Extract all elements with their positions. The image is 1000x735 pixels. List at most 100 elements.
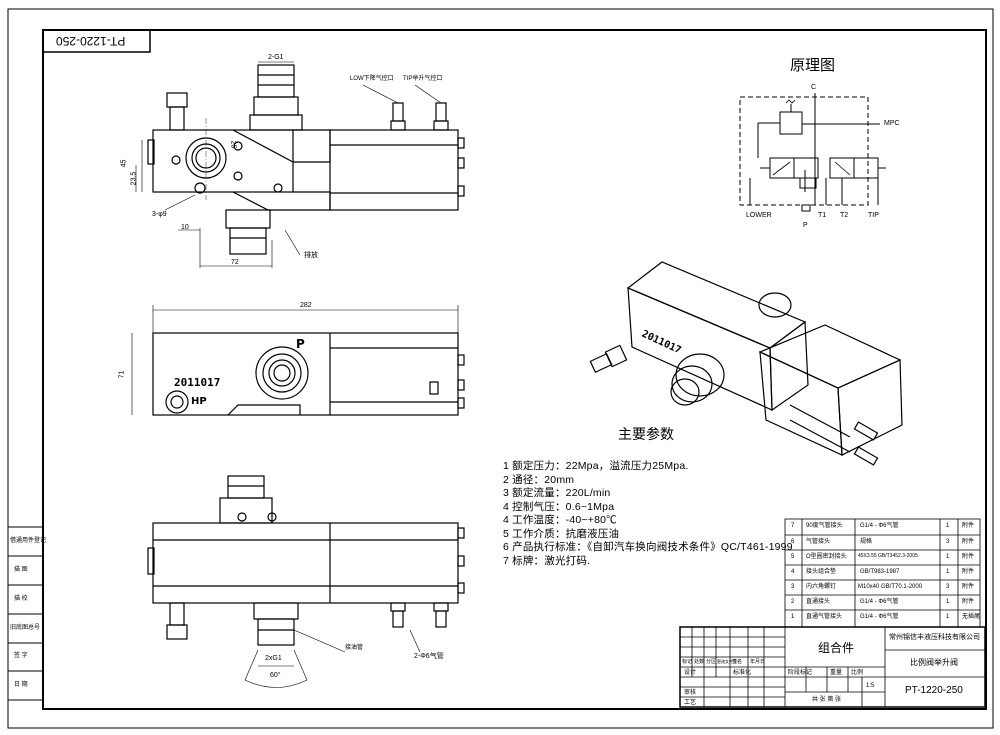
bom-spec: G1/4 - Φ6气管	[860, 523, 899, 529]
bom-qty: 1	[946, 614, 950, 620]
product-name: 比例阀举升阀	[910, 658, 958, 667]
bom-no: 6	[791, 539, 795, 545]
front-stamp: 2011017	[174, 376, 221, 389]
bom-spec: GB/T983-1987	[860, 569, 900, 575]
title-block-grid	[679, 626, 986, 708]
company-name: 常州锦信丰液压科技有限公司	[889, 633, 980, 641]
schematic-title: 原理图	[790, 56, 836, 74]
param-item: 1 额定压力：22Mpa，溢流压力25Mpa.	[503, 460, 689, 472]
bom-no: 7	[791, 523, 795, 529]
rev-header: 更改文件号	[717, 659, 737, 664]
bom-spec: G1/4 - Φ6气管	[860, 599, 899, 605]
rev-header: 签名	[732, 659, 743, 665]
dim-235: 23.5	[130, 171, 138, 186]
param-item: 6 产品执行标准：《自卸汽车换向阀技术条件》QC/T461-1999	[503, 541, 793, 553]
bom-name: O型圈密封接头	[806, 554, 847, 560]
dim-71: 71	[118, 370, 126, 379]
param-item: 5 工作介质：抗磨液压油	[503, 527, 620, 540]
port-t2-label: T2	[840, 212, 849, 219]
sheet-label: 共 张 第 张	[812, 697, 842, 703]
dim-282: 282	[300, 302, 312, 309]
param-item: 7 标牌：激光打码.	[503, 554, 591, 567]
port-lower-callout: LOW下降气控口	[350, 76, 394, 82]
bom-no: 4	[791, 569, 795, 575]
ratio-label: 比例	[851, 670, 864, 676]
rev-header: 年月日	[750, 659, 766, 665]
side-item: 描 图	[14, 567, 28, 573]
bottom-side-callout: 接油管	[345, 645, 364, 651]
port-c-label: C	[811, 84, 817, 91]
bottom-view	[147, 475, 465, 688]
bom-spec: G1/4 - Φ6气管	[860, 614, 899, 620]
params-list: 1 额定压力：22Mpa，溢流压力25Mpa. 2 通径：20mm 3 额定流量…	[503, 458, 793, 567]
drawing-number-flipped: PT-1220-250	[56, 34, 126, 48]
weight-label: 重量	[830, 670, 843, 676]
role-design: 设计	[684, 670, 697, 676]
dim-2xg1: 2xG1	[265, 655, 282, 662]
bom-name: 直通接头	[806, 599, 831, 605]
bom-note: 附件	[962, 599, 975, 605]
side-block	[7, 526, 44, 701]
bom-note: 附件	[962, 539, 975, 545]
role-process: 工艺	[684, 700, 697, 706]
drawing-number-box	[42, 29, 151, 53]
outer-border	[7, 8, 994, 729]
side-item: 旧底图总号	[10, 625, 41, 631]
dim-60: 60°	[270, 672, 281, 679]
dim-72: 72	[231, 259, 239, 266]
bom-spec: M10x40 GB/T70.1-2000	[858, 584, 923, 590]
bom-name: 直通气管接头	[806, 614, 843, 620]
bom-name: 内六角螺钉	[806, 584, 837, 590]
port-p-label: P	[803, 222, 808, 229]
port-tip-label: TIP	[868, 212, 879, 219]
top-view	[135, 61, 465, 268]
bom-no: 1	[791, 614, 795, 620]
bom-qty: 1	[946, 569, 950, 575]
top-side-callout: 排放	[304, 252, 318, 259]
dim-3phi9: 3-φ9	[152, 211, 167, 218]
bom-qty: 1	[946, 599, 950, 605]
title-drawing-number: PT-1220-250	[905, 685, 963, 696]
bom-note: 附件	[962, 584, 975, 590]
bom-note: 附件	[962, 569, 975, 575]
param-item: 4 工作温度：-40~+80℃	[503, 514, 617, 526]
port-mpc-label: MPC	[884, 120, 900, 127]
bom-no: 2	[791, 599, 795, 605]
side-item: 日 期	[14, 682, 28, 688]
inner-border	[42, 29, 987, 710]
bom-note: 附件	[962, 523, 975, 529]
port-lower-label: LOWER	[746, 212, 772, 219]
param-item: 4 控制气压：0.6~1Mpa	[503, 500, 615, 513]
side-item: 签 字	[14, 653, 28, 659]
scale-value: 1:5	[866, 683, 875, 689]
dim-2m: 2-Φ6气管	[414, 653, 444, 660]
std-label: 标准化	[733, 670, 752, 676]
bom-qty: 3	[946, 539, 950, 545]
port-t1-label: T1	[818, 212, 827, 219]
side-item: 描 校	[14, 596, 28, 602]
bom-name: 接头组合垫	[806, 569, 837, 575]
assembly-label: 组合件	[818, 641, 855, 655]
isometric-view	[589, 261, 903, 466]
bom-qty: 1	[946, 523, 950, 529]
dim-45: 45	[120, 159, 128, 168]
front-port-hp: HP	[191, 396, 207, 407]
hydraulic-schematic	[739, 93, 886, 212]
rev-header: 处数	[694, 659, 705, 665]
bom-spec: 规格	[860, 539, 873, 545]
bom-no: 3	[791, 584, 795, 590]
bom-name: 90度气管接头	[806, 523, 843, 529]
rev-header: 标记	[682, 659, 693, 665]
params-title: 主要参数	[618, 427, 674, 443]
param-item: 2 通径：20mm	[503, 473, 575, 486]
param-item: 3 额定流量：220L/min	[503, 487, 611, 499]
bom-no: 5	[791, 554, 795, 560]
front-port-p: P	[296, 337, 305, 351]
rev-header: 分区	[706, 659, 717, 665]
port-tip-callout: TIP举升气控口	[403, 76, 443, 82]
bom-note: 附件	[962, 554, 975, 560]
bom-note: 无插尾	[962, 614, 981, 620]
bom-qty: 3	[946, 584, 950, 590]
front-view	[131, 305, 465, 416]
